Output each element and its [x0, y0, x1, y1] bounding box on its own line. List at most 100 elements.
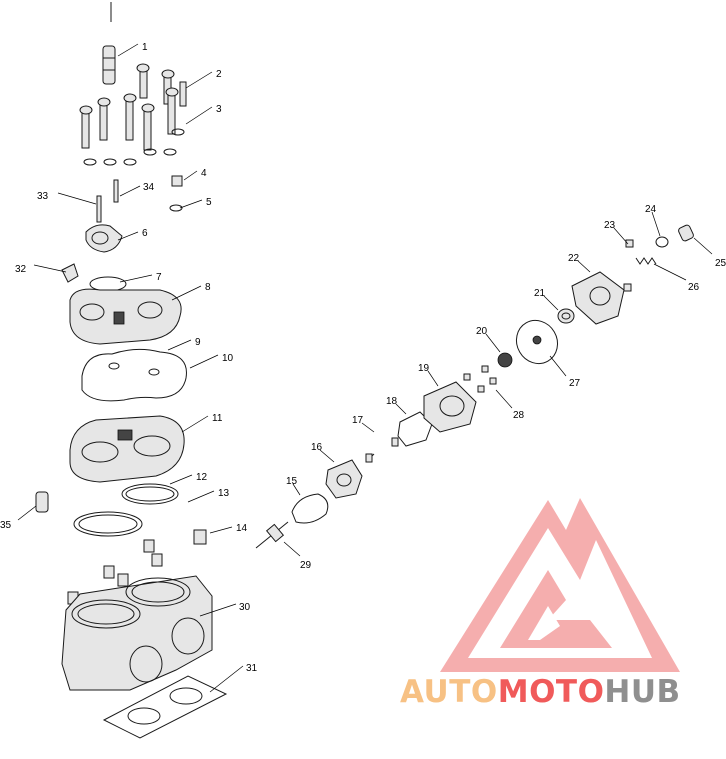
callout-20: 20: [476, 326, 488, 337]
part-17-pins: [365, 437, 399, 463]
part-11-cylinder-head: [69, 415, 185, 483]
callout-23: 23: [604, 220, 616, 231]
part-9-10-gasket: [81, 348, 187, 402]
leader-line-9: [167, 339, 192, 351]
leader-line-31: [209, 665, 244, 693]
part-19-cover-plate: [423, 381, 477, 433]
part-12-gasket-inner: [125, 486, 175, 502]
callout-15: 15: [286, 476, 298, 487]
callout-3: 3: [216, 104, 222, 115]
leader-line-3: [185, 106, 213, 125]
leader-line-15: [292, 483, 301, 496]
part-13-gasket-inner: [78, 514, 138, 534]
leader-line-34: [119, 185, 141, 197]
callout-16: 16: [311, 442, 323, 453]
leader-line-12: [169, 474, 193, 485]
leader-line-14: [209, 526, 233, 534]
leader-line-6: [117, 231, 139, 241]
leader-line-32: [33, 264, 67, 273]
callout-32: 32: [15, 264, 27, 275]
leader-line-16: [319, 449, 335, 463]
watermark-logo-icon: [440, 498, 680, 672]
part-8-head-cover: [69, 288, 182, 345]
callout-35: 35: [0, 520, 12, 531]
leader-line-26: [653, 263, 687, 281]
callout-25: 25: [715, 258, 726, 269]
callouts: 1234567891011121314151617181920212223242…: [0, 42, 726, 693]
part-33-34-studs: [96, 179, 119, 223]
callout-13: 13: [218, 488, 230, 499]
leader-line-23: [613, 227, 629, 245]
leader-line-2: [185, 71, 213, 89]
part-18-gasket: [397, 411, 433, 447]
callout-2: 2: [216, 69, 222, 80]
leader-line-17: [361, 422, 375, 433]
part-13-gasket: [73, 511, 143, 537]
screws: [463, 239, 634, 393]
callout-30: 30: [239, 602, 251, 613]
leader-line-8: [171, 285, 202, 301]
head-bolts: [79, 63, 187, 166]
leader-line-21: [543, 295, 559, 311]
callout-14: 14: [236, 523, 248, 534]
callout-28: 28: [513, 410, 525, 421]
callout-9: 9: [195, 337, 201, 348]
callout-26: 26: [688, 282, 700, 293]
part-4-5-nut: [169, 175, 183, 212]
callout-7: 7: [156, 272, 162, 283]
callout-34: 34: [143, 182, 155, 193]
part-35-fitting: [35, 491, 49, 513]
leader-line-29: [283, 541, 301, 557]
callout-29: 29: [300, 560, 312, 571]
part-15-gasket: [291, 493, 329, 524]
leader-line-24: [651, 211, 661, 237]
part-1-fitting: [102, 45, 116, 85]
part-32-sensor: [61, 263, 79, 283]
leader-line-35: [17, 505, 37, 521]
callout-4: 4: [201, 168, 207, 179]
callout-1: 1: [142, 42, 148, 53]
callout-12: 12: [196, 472, 208, 483]
callout-17: 17: [352, 415, 364, 426]
part-24-o-ring: [655, 236, 669, 248]
leader-line-5: [179, 199, 203, 209]
part-30-cylinder: [61, 575, 213, 691]
callout-21: 21: [534, 288, 546, 299]
part-12-gasket: [121, 483, 179, 505]
part-31-base-gasket: [102, 675, 228, 739]
part-25-plug: [678, 224, 694, 242]
callout-6: 6: [142, 228, 148, 239]
part-20-gear: [497, 352, 513, 368]
part-14-nuts: [67, 529, 207, 605]
part-22-pump-body: [571, 271, 625, 325]
leader-line-4: [183, 170, 198, 181]
part-7-o-ring: [89, 276, 127, 292]
callout-31: 31: [246, 663, 258, 674]
watermark-text: AUTOMOTOHUB: [400, 674, 681, 710]
callout-5: 5: [206, 197, 212, 208]
leader-line-11: [181, 415, 209, 433]
part-6-housing: [85, 224, 123, 253]
callout-10: 10: [222, 353, 234, 364]
part-26-spring: [635, 257, 657, 265]
watermark-hub: HUB: [604, 674, 681, 710]
leader-line-13: [187, 490, 215, 503]
leader-line-1: [117, 43, 139, 57]
callout-22: 22: [568, 253, 580, 264]
callout-24: 24: [645, 204, 657, 215]
leader-line-19: [427, 370, 439, 387]
part-29-shaft: [255, 521, 289, 549]
callout-27: 27: [569, 378, 581, 389]
leader-line-27: [549, 355, 567, 377]
leader-line-25: [693, 237, 713, 255]
part-21-seal: [557, 308, 575, 324]
leader-line-10: [189, 354, 219, 369]
leader-line-30: [199, 603, 237, 617]
watermark-auto: AUTO: [400, 674, 498, 710]
leader-line-28: [495, 389, 513, 409]
part-16-pump-housing: [325, 459, 363, 499]
callout-11: 11: [212, 413, 223, 424]
callout-18: 18: [386, 396, 398, 407]
watermark-moto: MOTO: [497, 674, 605, 710]
